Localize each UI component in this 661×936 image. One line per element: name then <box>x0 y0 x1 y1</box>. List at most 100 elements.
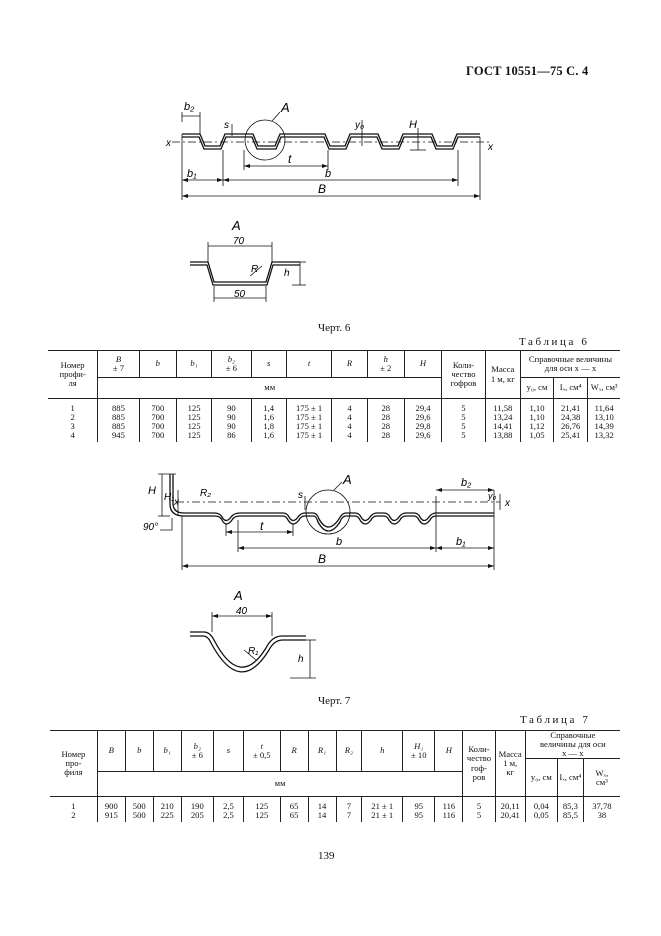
table6-cell: 29,6 <box>403 412 443 423</box>
t7-col-t: t <box>260 740 263 751</box>
table6-cell: 1,10 <box>519 398 555 414</box>
t6-col-b2: b₂ <box>227 353 236 364</box>
fig6-label-A: A <box>280 100 290 115</box>
t6-col-H: H <box>419 358 427 369</box>
table6-cell: 90 <box>211 412 252 423</box>
fig6-label-H: H <box>409 119 417 131</box>
t6-col-R: R <box>346 358 353 369</box>
table6-cell: 4 <box>331 431 368 443</box>
table7-cell: 5 <box>462 796 496 812</box>
t7-col-ref: Справочные величины для оси x — x <box>524 729 620 760</box>
t7-col-H1-tol: ± 10 <box>411 750 427 760</box>
table6-cell: 4 <box>331 398 368 414</box>
table7-cell: 95 <box>402 796 436 812</box>
table6-cell: 14,41 <box>484 422 521 432</box>
table6-cell: 700 <box>138 398 177 414</box>
fig6-label-y0: y₀ <box>354 120 364 131</box>
fig7-detail-R1: R₁ <box>248 646 258 657</box>
t7-col-b1: b₁ <box>163 745 171 756</box>
table7-cell: 116 <box>434 810 464 823</box>
t6-col-B: B <box>115 353 122 364</box>
page-number: 139 <box>318 850 335 862</box>
table6-cell: 700 <box>138 431 177 443</box>
table7-cell: 65 <box>279 796 309 812</box>
t6-col-h-tol: ± 2 <box>380 363 392 373</box>
table6-cell: 86 <box>211 431 252 443</box>
t7-col-b: b <box>137 745 142 756</box>
fig7-label-t: t <box>260 519 264 533</box>
table6-cell: 14,39 <box>587 422 620 432</box>
t7-col-R1: R₁ <box>317 745 327 756</box>
fig7-label-b2: b₂ <box>461 477 472 489</box>
fig7-label-x-left: x <box>173 497 180 508</box>
t6-col-Wx: Wₓ, см³ <box>587 377 620 399</box>
table7-cell: 0,04 <box>524 796 558 812</box>
t7-col-mass: Масса 1 м, кг <box>494 730 526 797</box>
table6-cell: 25,41 <box>553 431 589 443</box>
table7-cell: 116 <box>434 796 464 812</box>
t7-col-b2: b₂ <box>193 740 201 751</box>
table7-cell: 95 <box>402 810 436 823</box>
fig6-detail-h: h <box>284 268 290 279</box>
table6-cell: 5 <box>441 398 486 414</box>
table7-cell: 7 <box>335 810 363 823</box>
table6-cell: 1,05 <box>519 431 555 443</box>
fig6-label-b2: b₂ <box>184 101 195 113</box>
fig7-label-angle: 90° <box>143 522 158 533</box>
table-6: Номер профи- ля B± 7 b b₁ b₂± 6 s t R h±… <box>48 350 620 443</box>
table7-cell: 20,41 <box>494 810 526 823</box>
table7-cell: 5 <box>462 810 496 823</box>
fig7-detail-dim-top: 40 <box>236 606 248 617</box>
table6-cell: 13,24 <box>484 412 521 423</box>
table-6-caption: Таблица 6 <box>519 336 590 348</box>
t7-col-count: Коли- чество гоф- ров <box>462 730 496 797</box>
fig7-label-B: B <box>318 552 326 566</box>
table7-cell: 38 <box>582 810 620 823</box>
t6-col-y0: y₀, см <box>519 377 555 399</box>
table7-cell: 7 <box>335 796 363 812</box>
fig6-label-t: t <box>288 152 292 166</box>
table6-cell: 175 ± 1 <box>285 398 333 414</box>
t7-col-R: R <box>291 745 297 756</box>
table7-cell: 37,78 <box>582 796 620 812</box>
table6-cell: 945 <box>97 431 140 443</box>
table6-cell: 11,58 <box>484 398 521 414</box>
table6-cell: 28 <box>366 431 405 443</box>
t6-col-t: t <box>307 358 311 369</box>
fig7-label-b: b <box>336 536 342 548</box>
t7-col-h: h <box>380 745 385 756</box>
t6-unit: мм <box>97 377 443 399</box>
table7-cell: 900 <box>96 796 126 812</box>
t7-col-H1: H₁ <box>414 740 424 751</box>
table7-cell: 85,3 <box>556 796 584 812</box>
fig6-label-x-left: x <box>165 138 172 149</box>
table-7-caption: Таблица 7 <box>520 714 591 726</box>
fig6-label-s: s <box>224 120 229 131</box>
table6-cell: 4 <box>48 431 99 443</box>
table6-cell: 13,32 <box>587 431 620 443</box>
table6-cell: 885 <box>97 422 140 432</box>
figure-7-caption: Черт. 7 <box>318 695 351 707</box>
fig7-detail-title: A <box>233 588 243 603</box>
table6-cell: 125 <box>175 398 213 414</box>
table6-cell: 885 <box>97 412 140 423</box>
table6-cell: 1 <box>48 398 99 414</box>
table6-cell: 175 ± 1 <box>285 431 333 443</box>
t7-col-Ix: Iₓ, см⁴ <box>556 758 584 797</box>
t6-col-ref: Справочные величины для оси x — x <box>519 350 620 378</box>
fig6-label-b: b <box>325 168 331 180</box>
table7-cell: 21 ± 1 <box>361 796 404 812</box>
table6-cell: 5 <box>441 431 486 443</box>
fig7-label-s: s <box>298 490 303 501</box>
figure-6-caption: Черт. 6 <box>318 322 351 334</box>
t7-col-B: B <box>108 745 114 756</box>
t7-col-Wx: Wₓ, см³ <box>582 758 620 797</box>
t6-col-b1: b₁ <box>190 358 198 369</box>
t7-col-y0: y₀, см <box>524 758 558 797</box>
table7-cell: 190 <box>180 796 214 812</box>
fig7-label-x-right: x <box>504 498 511 509</box>
